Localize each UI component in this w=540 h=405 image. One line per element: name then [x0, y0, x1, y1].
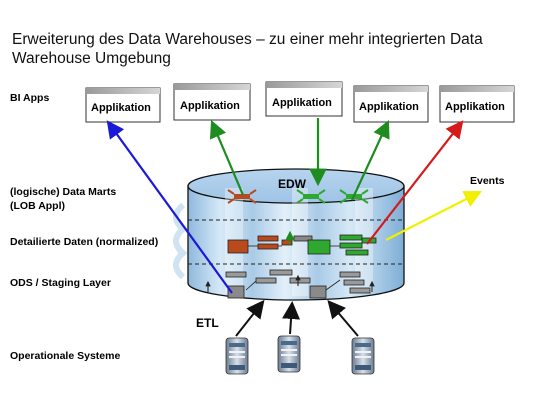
green-arrow-mart-to-app2 — [209, 119, 245, 196]
etl-arrow-3 — [327, 299, 359, 337]
detailed-data-model — [227, 230, 377, 256]
blue-arrow-ods-to-app — [106, 120, 233, 294]
yellow-arrow-events — [385, 190, 482, 241]
app-window-label: Applikation — [180, 100, 240, 112]
layer-label-operational-systems: Operationale Systeme — [10, 350, 121, 362]
layer-label-data-marts-line2: (LOB Appl) — [10, 200, 66, 212]
events-label: Events — [470, 175, 505, 187]
data-mart-green-1 — [296, 189, 326, 204]
edw-label: EDW — [278, 177, 307, 191]
ods-staging-model — [205, 269, 375, 299]
app-window-3[interactable]: Applikation — [265, 81, 343, 117]
red-arrow-detail-to-app5 — [366, 120, 464, 245]
etl-label: ETL — [196, 316, 219, 330]
layer-label-ods-staging: ODS / Staging Layer — [10, 277, 111, 289]
app-window-label: Applikation — [445, 101, 505, 113]
app-window-5[interactable]: Applikation — [439, 85, 515, 123]
data-mart-symbols — [227, 189, 369, 204]
app-window-label: Applikation — [272, 97, 332, 109]
etl-arrow-1 — [235, 299, 265, 337]
data-mart-red — [227, 189, 257, 204]
etl-arrow-2 — [282, 301, 301, 335]
layer-label-bi-apps: BI Apps — [10, 92, 50, 104]
layer-label-detailed-data: Detailierte Daten (normalized) — [10, 236, 159, 248]
server-2 — [277, 335, 301, 373]
green-arrow-mart-to-app4 — [351, 120, 390, 201]
server-1 — [225, 337, 249, 375]
app-window-4[interactable]: Applikation — [353, 85, 429, 123]
page-title: Erweiterung des Data Warehouses – zu ein… — [12, 31, 483, 67]
layer-label-data-marts-line1: (logische) Data Marts — [10, 186, 117, 198]
app-window-label: Applikation — [359, 101, 419, 113]
server-3 — [351, 337, 375, 375]
app-window-1[interactable]: Applikation — [85, 87, 161, 123]
app-window-label: Applikation — [91, 102, 151, 114]
app-window-2[interactable]: Applikation — [173, 83, 251, 121]
